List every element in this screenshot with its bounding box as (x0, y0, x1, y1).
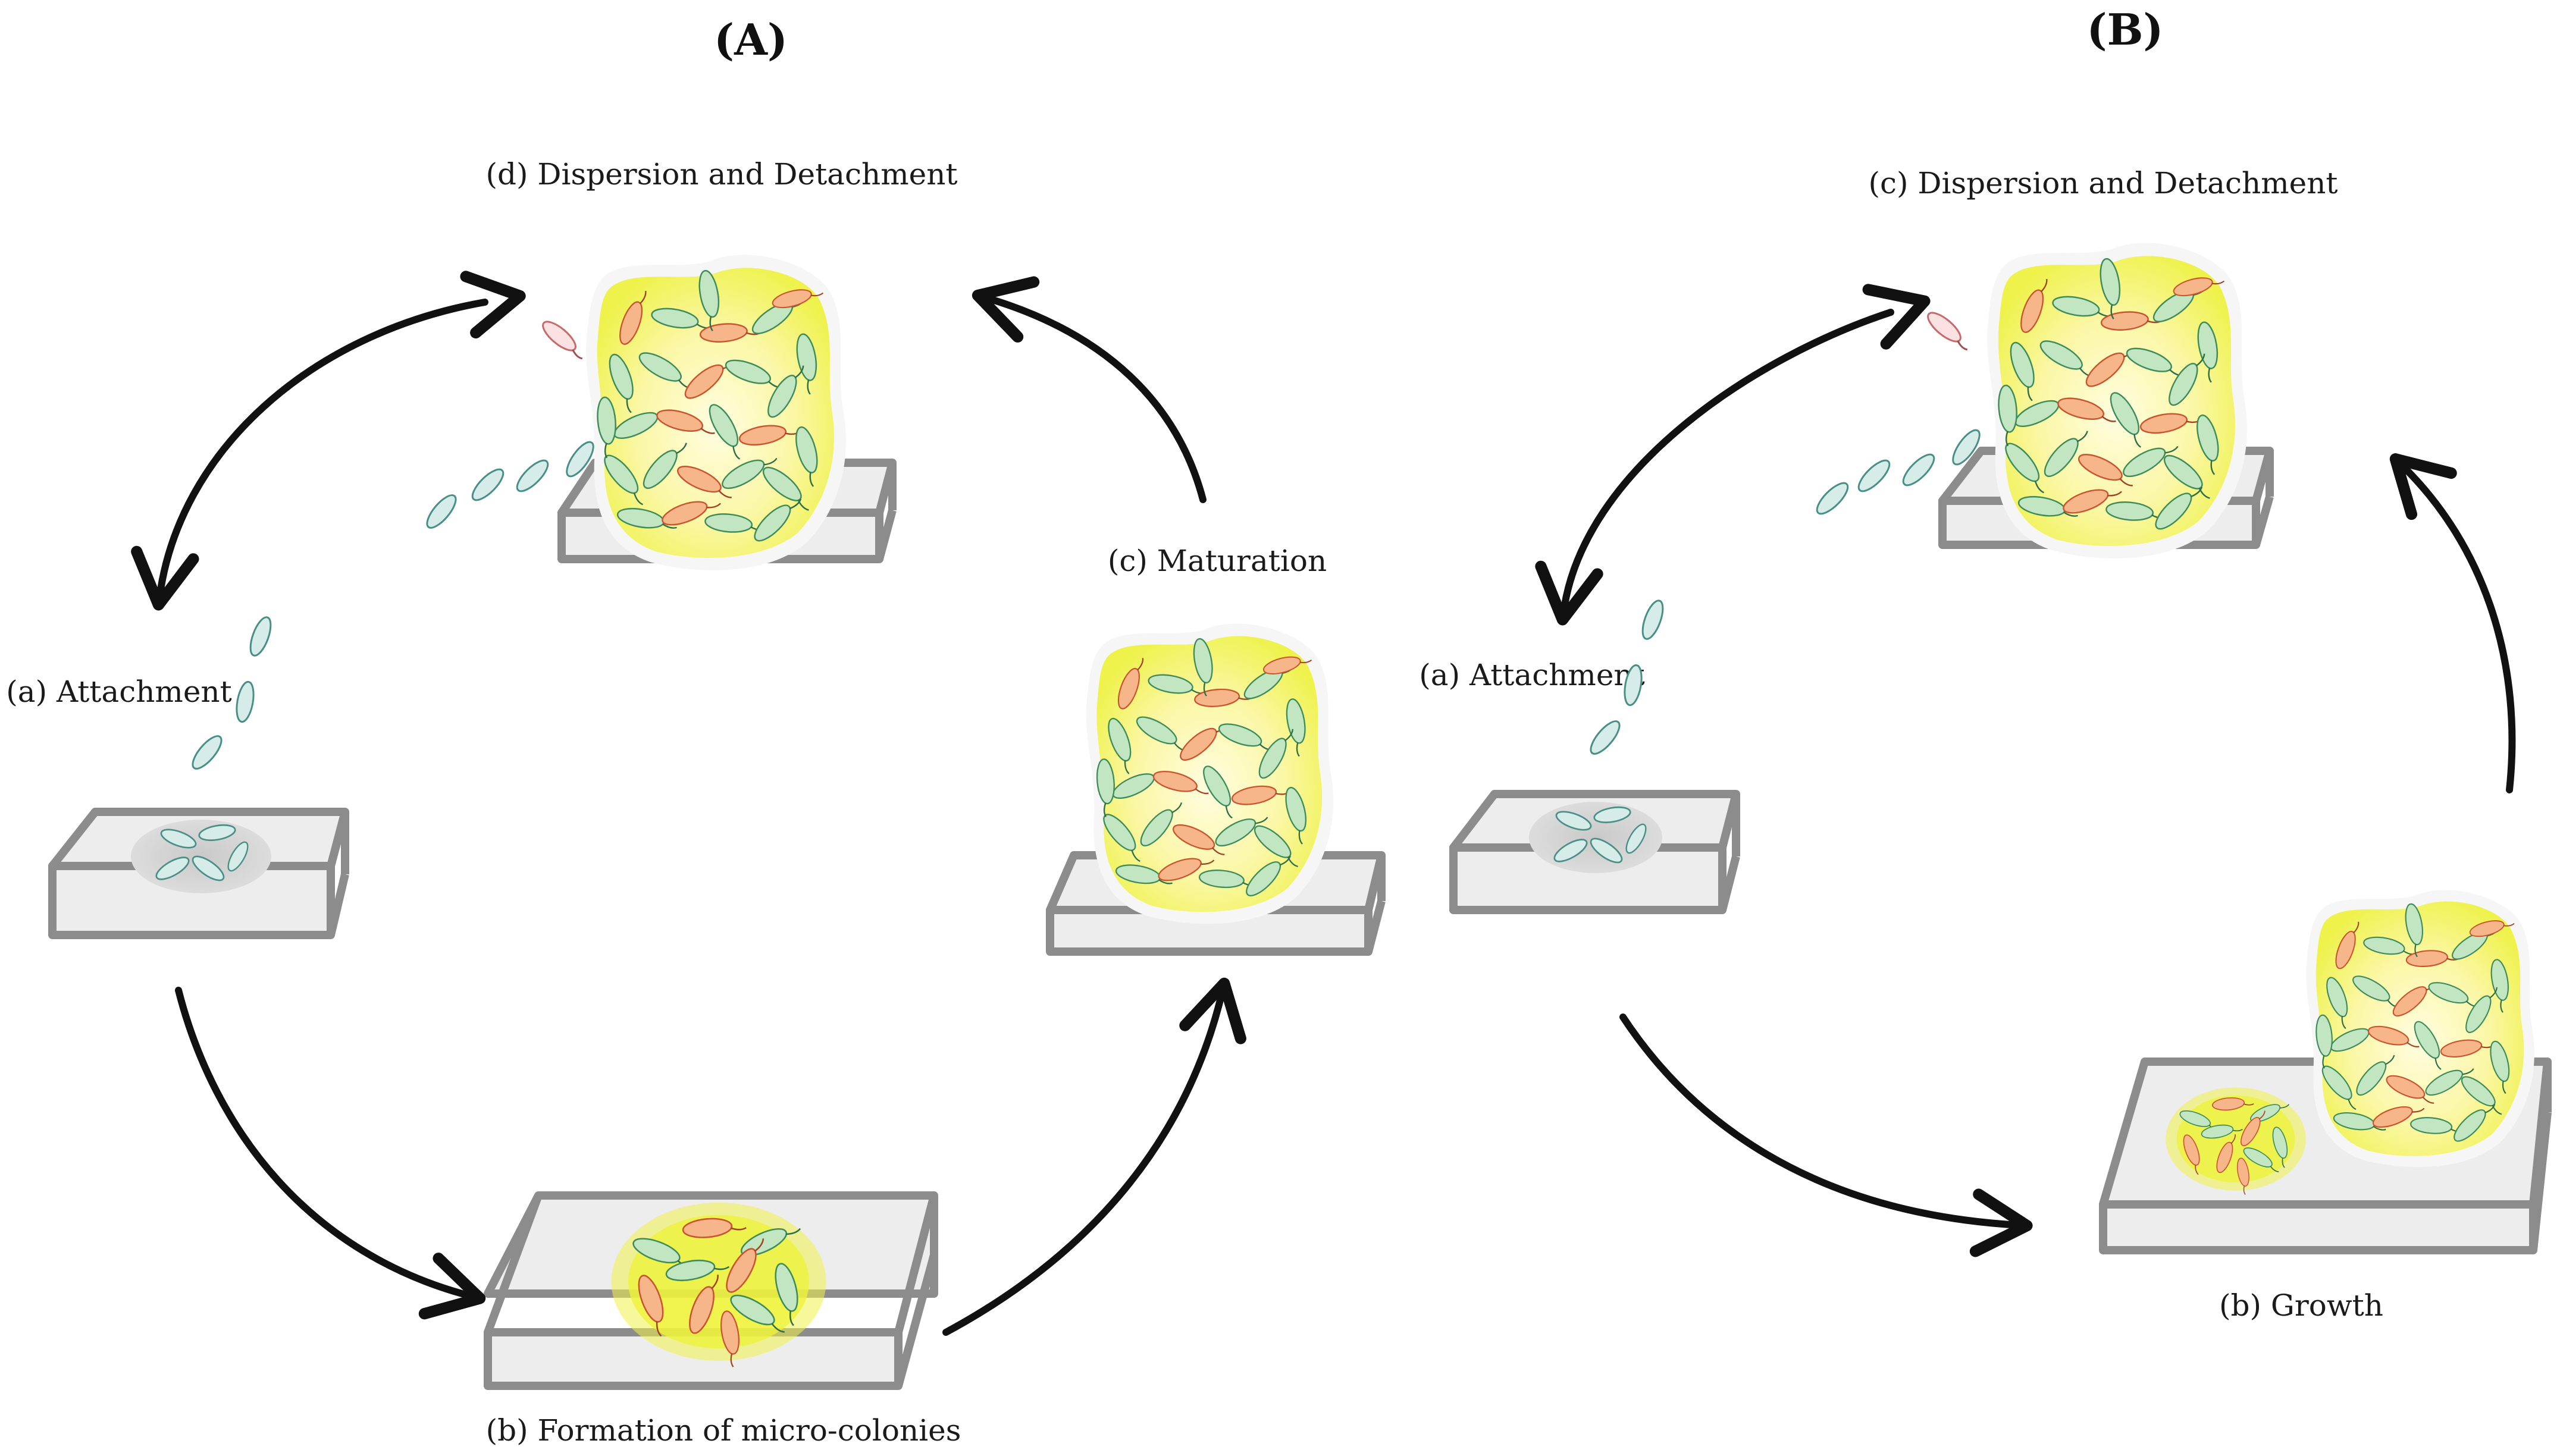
arrow-a-maturation-to-dispersion (972, 276, 1207, 503)
substrate-a-attachment (48, 808, 349, 939)
biofilm-a-maturation (1086, 623, 1334, 924)
biofilm-b-dispersion (1987, 243, 2247, 558)
panel-a-title: (A) (714, 14, 788, 65)
arrow-b-dispersion-attachment-bidirectional (1535, 284, 1931, 626)
arrow-b-attachment-to-growth (1619, 1013, 2033, 1257)
label-a-microcolonies: (b) Formation of micro-colonies (486, 1413, 961, 1448)
label-a-attachment: (a) Attachment (6, 674, 231, 709)
arrow-a-attachment-to-microcolonies (175, 987, 486, 1320)
biofilm-a-dispersion (586, 255, 846, 570)
panel-b: (B) (c) Dispersion and Detachment (a) At… (1419, 4, 2552, 1323)
label-b-growth: (b) Growth (2219, 1288, 2383, 1323)
substrate-b-attachment (1449, 790, 1740, 914)
panel-b-title: (B) (2087, 4, 2164, 55)
arrow-a-microcolonies-to-maturation (942, 977, 1246, 1336)
label-a-maturation: (c) Maturation (1108, 544, 1327, 578)
panel-a: (A) (d) Dispersion and Detachment (a) At… (6, 14, 1386, 1448)
arrow-b-growth-to-dispersion (2389, 453, 2516, 793)
label-b-attachment: (a) Attachment (1419, 658, 1644, 692)
arrow-a-dispersion-attachment-bidirectional (131, 271, 526, 611)
label-b-dispersion: (c) Dispersion and Detachment (1869, 166, 2338, 200)
label-a-dispersion: (d) Dispersion and Detachment (486, 157, 958, 192)
biofilm-b-growth (2306, 890, 2534, 1167)
